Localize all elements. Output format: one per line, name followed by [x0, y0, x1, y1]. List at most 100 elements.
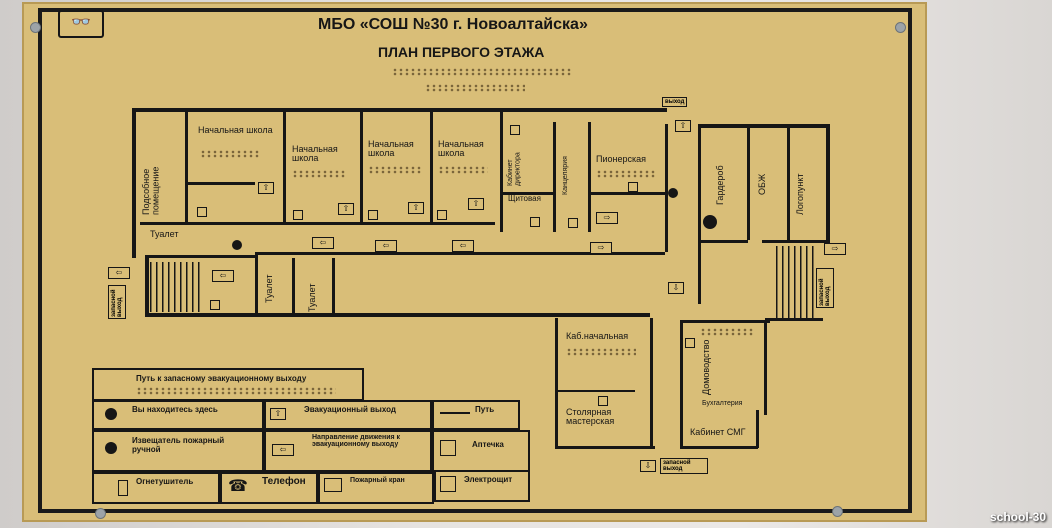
legend-you-here-label: Вы находитесь здесь [132, 405, 218, 414]
braille-text [425, 84, 525, 92]
wall [145, 313, 650, 317]
exit-tag-right: запасной выход [816, 268, 834, 308]
exit-tag-top: выход [662, 97, 688, 107]
wall [555, 318, 558, 448]
direction-arrow-icon: ⇦ [108, 267, 130, 279]
legend-hydrant-label: Пожарный кран [350, 477, 405, 484]
legend-first-aid-label: Аптечка [472, 440, 504, 449]
braille-text [368, 166, 423, 174]
evac-exit-icon: ⇧ [675, 120, 691, 132]
legend-path-label: Путь [475, 405, 495, 414]
direction-arrow-icon: ⇦ [375, 240, 397, 252]
screw-icon [30, 22, 41, 33]
hydrant-icon [210, 300, 220, 310]
wall [698, 240, 748, 243]
braille-text [596, 170, 656, 178]
braille-text [700, 328, 755, 336]
room-pionerskaya: Пионерская [596, 154, 646, 164]
evac-exit-icon: ⇩ [668, 282, 684, 294]
direction-arrow-icon: ⇨ [590, 242, 612, 254]
wall [680, 320, 770, 323]
you-are-here-icon [105, 408, 117, 420]
wall [826, 124, 830, 242]
plan-frame [38, 8, 912, 513]
first-aid-icon [598, 396, 608, 406]
room-school-4: Начальная школа [438, 139, 484, 159]
watermark: school-30 [989, 510, 1046, 524]
evac-exit-icon: ⇧ [468, 198, 484, 210]
direction-arrow-icon: ⇨ [824, 243, 846, 255]
legend-fire-alarm-label: Извещатель пожарный ручной [132, 436, 225, 454]
wall [255, 252, 665, 255]
direction-arrow-icon: ⇨ [596, 212, 618, 224]
legend-evac-exit [264, 400, 432, 430]
room-domovodstvo: Домоводство [701, 339, 711, 395]
wall [555, 390, 635, 392]
wall [650, 318, 653, 448]
wall [588, 122, 591, 232]
wall [132, 108, 667, 112]
evac-exit-icon: ⇩ [640, 460, 656, 472]
wall [132, 108, 136, 258]
fire-alarm-icon [232, 240, 242, 250]
screw-icon [895, 22, 906, 33]
room-logoped: Логопункт [795, 173, 805, 215]
extinguisher-icon [197, 207, 207, 217]
direction-arrow-icon: ⇦ [212, 270, 234, 282]
braille-text [438, 166, 488, 174]
braille-text [292, 170, 347, 178]
path-line-icon [440, 412, 470, 414]
braille-text [200, 150, 260, 158]
legend-path-reserve [92, 368, 364, 401]
legend-direction-label: Направление движения к эвакуационному вы… [312, 434, 401, 448]
wall [747, 128, 750, 240]
wall [555, 446, 655, 449]
wall [680, 320, 683, 448]
fire-alarm-icon [105, 442, 117, 454]
room-tualet-3: Туалет [307, 283, 317, 312]
room-director: Кабинет директора [507, 152, 522, 186]
legend-evac-exit-label: Эвакуационный выход [304, 405, 396, 414]
legend-fire-alarm [92, 430, 264, 472]
room-tualet-1: Туалет [150, 229, 179, 239]
wall [140, 222, 285, 225]
stairs [150, 262, 202, 312]
legend-path [432, 400, 520, 430]
wall [145, 255, 255, 258]
plan-subtitle: ПЛАН ПЕРВОГО ЭТАЖА [378, 44, 545, 60]
you-are-here-icon [703, 215, 717, 229]
screw-icon [832, 506, 843, 517]
room-smg: Кабинет СМГ [690, 427, 746, 437]
exit-tag-left: запасной выход [108, 285, 126, 319]
electric-icon [530, 217, 540, 227]
screw-icon [95, 508, 106, 519]
extinguisher-icon [368, 210, 378, 220]
room-stolyarnaya: Столярная мастерская [566, 407, 615, 427]
wall [283, 108, 286, 223]
legend-you-here [92, 400, 264, 430]
wall [756, 410, 759, 448]
room-school-1: Начальная школа [198, 125, 273, 135]
wall [145, 255, 149, 315]
braille-text [392, 68, 572, 76]
evac-exit-icon: ⇧ [270, 408, 286, 420]
room-school-3: Начальная школа [368, 139, 414, 159]
first-aid-icon [685, 338, 695, 348]
legend-hydrant [318, 472, 434, 504]
wall [185, 182, 255, 185]
wall [764, 320, 767, 415]
legend-path-reserve-label: Путь к запасному эвакуационному выходу [136, 374, 307, 383]
wall [255, 255, 258, 313]
evac-exit-icon: ⇧ [408, 202, 424, 214]
room-podsobnoe: Подсобное помещение [141, 166, 161, 215]
legend-phone-label: Телефон [262, 476, 306, 487]
room-tualet-2: Туалет [264, 274, 274, 303]
wall [500, 192, 555, 195]
evac-exit-icon: ⇧ [258, 182, 274, 194]
wall [665, 124, 668, 252]
direction-arrow-icon: ⇦ [272, 444, 294, 456]
phone-icon [568, 218, 578, 228]
wall [553, 122, 556, 232]
legend-extinguisher-label: Огнетушитель [136, 477, 194, 486]
room-shchitovaya: Щитовая [508, 194, 541, 203]
